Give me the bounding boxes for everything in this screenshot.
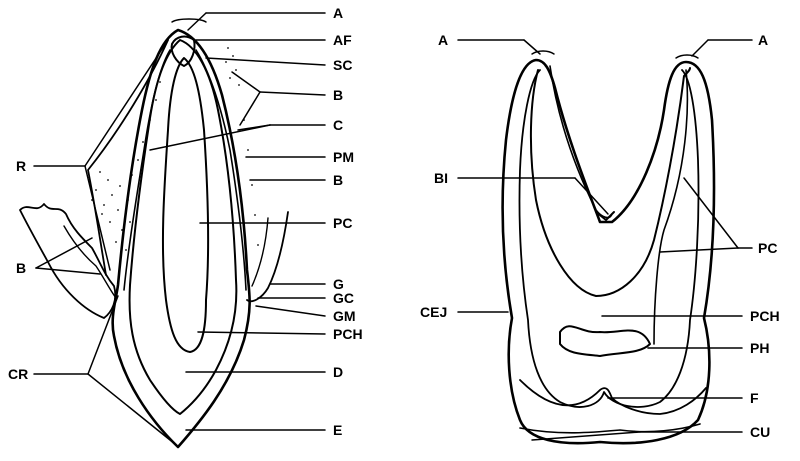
molar-dentin-outline — [518, 69, 700, 408]
label-PC-left: PC — [333, 215, 352, 231]
single-root-tooth — [19, 28, 289, 449]
alveolar-bone-left — [87, 39, 169, 276]
gingiva-left-inner — [63, 225, 117, 299]
bone-stipple-right — [225, 47, 259, 246]
label-E: E — [333, 422, 342, 438]
bone-stipple-left — [91, 81, 161, 251]
label-SC: SC — [333, 57, 352, 73]
molar-root-canal-left — [549, 65, 613, 219]
label-B-mid: B — [333, 172, 343, 188]
label-R: R — [16, 158, 26, 174]
tooth-outer-outline — [111, 28, 251, 449]
molar-cusp-line — [519, 423, 701, 434]
molar-furcation — [519, 379, 707, 415]
label-PCH-left: PCH — [333, 326, 363, 342]
left-label-group: A AF SC B C PM B R PC B G GC GM PCH CR D… — [8, 5, 363, 438]
cementum-right-line — [195, 49, 247, 291]
label-B-upper: B — [333, 87, 343, 103]
gingiva-right — [246, 211, 289, 303]
right-leader-lines — [457, 39, 753, 441]
dentin-outline — [128, 39, 238, 415]
label-CEJ: CEJ — [420, 304, 447, 320]
molar-pulp-floor — [559, 325, 651, 357]
label-PM: PM — [333, 149, 354, 165]
cementum-left-line — [123, 49, 171, 291]
label-PCH-right: PCH — [750, 308, 780, 324]
molar-pulp-chamber — [529, 67, 691, 297]
label-PC-right: PC — [758, 240, 777, 256]
label-GM: GM — [333, 308, 356, 324]
label-PH: PH — [750, 340, 769, 356]
label-A-molar-right: A — [758, 32, 768, 48]
gingiva-right-inner — [251, 217, 269, 287]
gingiva-left — [19, 203, 117, 319]
molar-tooth — [501, 58, 716, 445]
right-label-group: A A BI PC CEJ PCH PH F CU — [420, 32, 780, 440]
molar-outer-outline — [501, 58, 716, 445]
label-A-molar-left: A — [438, 32, 448, 48]
label-F: F — [750, 390, 759, 406]
label-AF: AF — [333, 32, 352, 48]
left-leader-lines — [33, 12, 326, 445]
label-B-left: B — [16, 260, 26, 276]
label-A-enamel-apex: A — [333, 5, 343, 21]
label-G: G — [333, 276, 344, 292]
label-CU: CU — [750, 424, 770, 440]
label-CR: CR — [8, 366, 28, 382]
apical-foramen — [170, 35, 196, 67]
label-BI: BI — [434, 170, 448, 186]
label-D: D — [333, 364, 343, 380]
molar-bifurcation-mark — [595, 211, 615, 221]
label-C: C — [333, 117, 343, 133]
molar-root-canal-right — [653, 69, 689, 345]
pulp-cavity — [161, 57, 210, 353]
label-GC: GC — [333, 290, 354, 306]
